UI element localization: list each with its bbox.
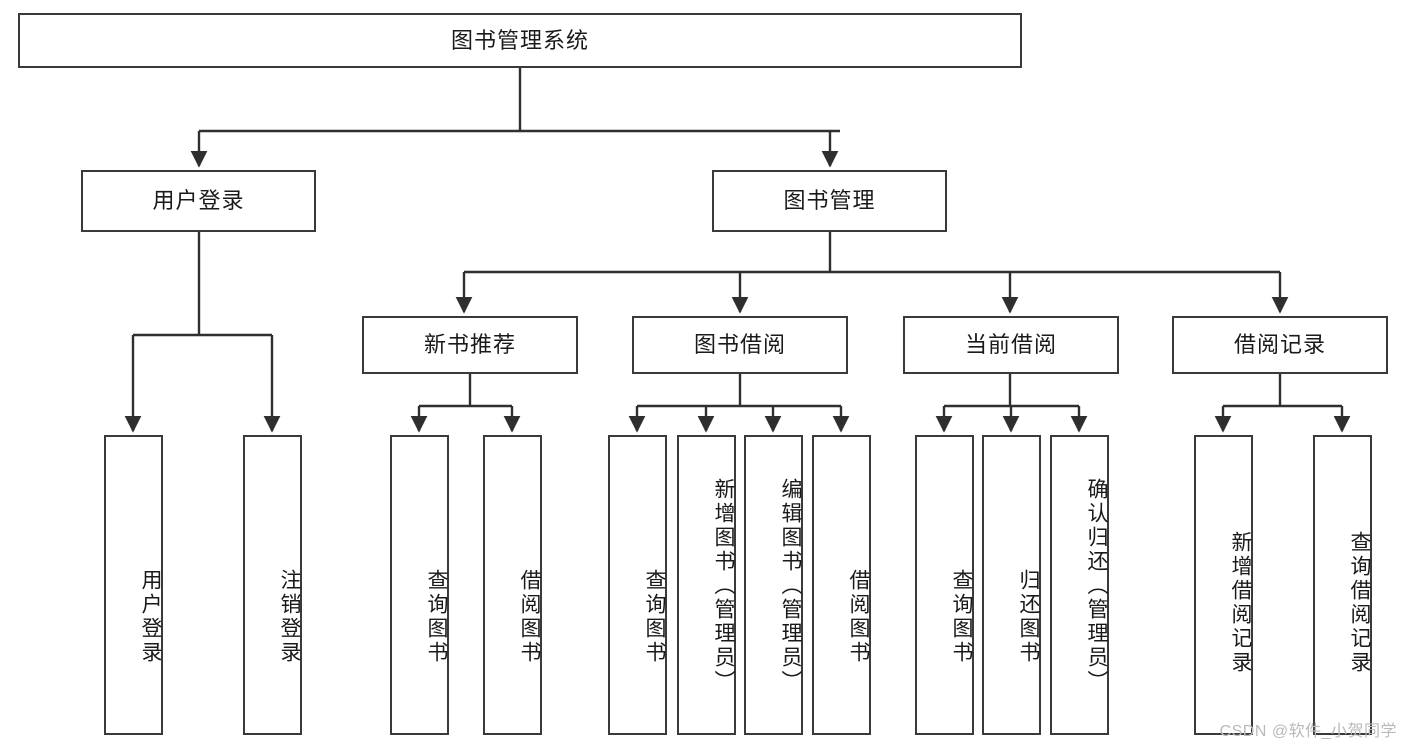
node-book-borrow[interactable]: 图书借阅: [632, 316, 848, 374]
node-leaf-query-book-borrow-label: 查询图书: [643, 569, 666, 665]
node-new-book-recommend[interactable]: 新书推荐: [362, 316, 578, 374]
node-root[interactable]: 图书管理系统: [18, 13, 1022, 68]
node-leaf-return-book-label: 归还图书: [1017, 569, 1040, 665]
node-leaf-return-book[interactable]: 归还图书: [982, 435, 1041, 735]
node-leaf-user-login[interactable]: 用户登录: [104, 435, 163, 735]
node-borrow-record-label: 借阅记录: [1233, 332, 1326, 358]
node-leaf-add-record-label: 新增借阅记录: [1229, 531, 1252, 675]
node-leaf-borrow-book[interactable]: 借阅图书: [812, 435, 871, 735]
node-leaf-query-record[interactable]: 查询借阅记录: [1313, 435, 1372, 735]
node-user-login[interactable]: 用户登录: [81, 170, 316, 232]
node-new-book-recommend-label: 新书推荐: [423, 332, 516, 358]
node-current-borrow[interactable]: 当前借阅: [903, 316, 1119, 374]
node-leaf-add-record[interactable]: 新增借阅记录: [1194, 435, 1253, 735]
node-leaf-user-logout-label: 注销登录: [278, 569, 301, 665]
node-leaf-query-book-current[interactable]: 查询图书: [915, 435, 974, 735]
node-leaf-user-logout[interactable]: 注销登录: [243, 435, 302, 735]
node-leaf-query-book-rec-label: 查询图书: [425, 569, 448, 665]
node-leaf-borrow-book-rec[interactable]: 借阅图书: [483, 435, 542, 735]
node-leaf-query-book-rec[interactable]: 查询图书: [390, 435, 449, 735]
node-leaf-confirm-return[interactable]: 确认归还（管理员）: [1050, 435, 1109, 735]
node-book-manage[interactable]: 图书管理: [712, 170, 947, 232]
node-leaf-user-login-label: 用户登录: [139, 569, 162, 665]
node-book-manage-label: 图书管理: [783, 188, 876, 214]
node-leaf-query-record-label: 查询借阅记录: [1348, 531, 1371, 675]
csdn-watermark: CSDN @软件_小贺同学: [1219, 723, 1397, 740]
node-leaf-edit-book-label: 编辑图书（管理员）: [779, 478, 802, 694]
node-leaf-add-book-label: 新增图书（管理员）: [712, 478, 735, 694]
node-user-login-label: 用户登录: [152, 188, 245, 214]
node-leaf-edit-book[interactable]: 编辑图书（管理员）: [744, 435, 803, 735]
node-leaf-query-book-borrow[interactable]: 查询图书: [608, 435, 667, 735]
node-current-borrow-label: 当前借阅: [964, 332, 1057, 358]
node-leaf-borrow-book-label: 借阅图书: [847, 569, 870, 665]
node-leaf-query-book-current-label: 查询图书: [950, 569, 973, 665]
node-leaf-borrow-book-rec-label: 借阅图书: [518, 569, 541, 665]
node-leaf-confirm-return-label: 确认归还（管理员）: [1085, 478, 1108, 694]
node-root-label: 图书管理系统: [450, 27, 589, 53]
node-book-borrow-label: 图书借阅: [693, 332, 786, 358]
node-leaf-add-book[interactable]: 新增图书（管理员）: [677, 435, 736, 735]
node-borrow-record[interactable]: 借阅记录: [1172, 316, 1388, 374]
